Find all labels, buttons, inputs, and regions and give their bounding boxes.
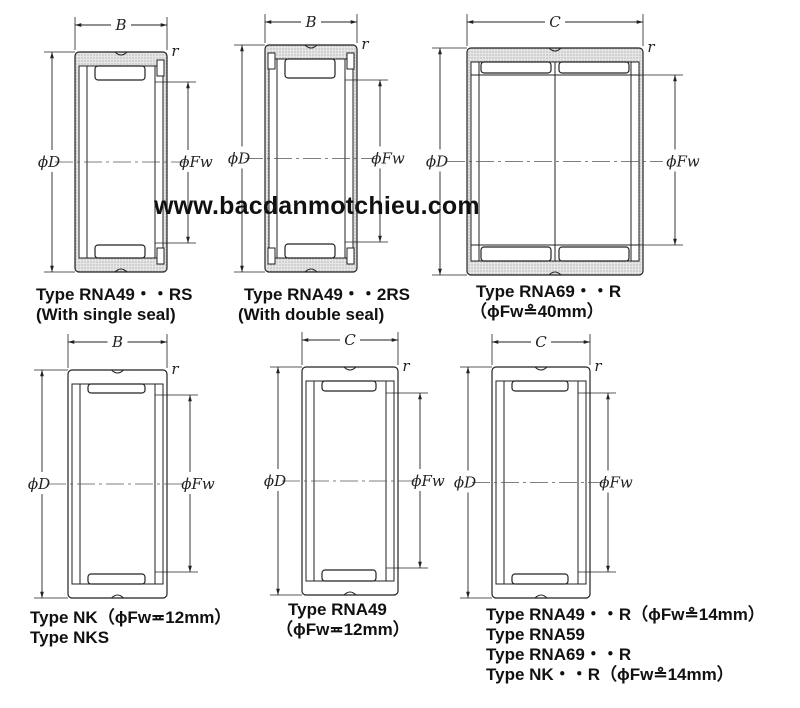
oil-groove — [304, 44, 318, 273]
caption-line: Type RNA49 — [288, 600, 387, 619]
radius-label: r — [171, 360, 179, 378]
radius-label: r — [402, 357, 410, 375]
outer-diameter-label: ϕD — [426, 153, 448, 171]
fw-label: ϕFw — [181, 475, 215, 493]
caption-line: Type NKS — [30, 628, 110, 647]
needle-roller — [284, 243, 336, 259]
oil-groove — [114, 51, 128, 273]
watermark: www.bacdanmotchieu.com — [154, 192, 480, 220]
outer-diameter-label: ϕD — [38, 153, 60, 171]
needle-roller — [480, 61, 552, 74]
width-label: B — [304, 13, 316, 31]
bearing-rna49-rs: Br ϕD ϕFw — [38, 16, 213, 273]
caption-line: (With double seal) — [238, 305, 385, 324]
fw-label: ϕFw — [371, 150, 405, 168]
seal — [156, 247, 165, 265]
oil-groove — [534, 366, 548, 599]
caption-line: Type RNA49・・R（ϕFw≗14mm） — [486, 605, 765, 624]
radius-label: r — [594, 357, 602, 375]
needle-roller — [558, 246, 630, 262]
caption-line: Type RNA69・・R — [476, 282, 622, 301]
needle-roller — [87, 573, 146, 585]
needle-roller — [558, 61, 630, 74]
caption-rna49-rs: Type RNA49・・RS (With single seal) — [36, 285, 193, 325]
caption-line: Type NK・・R（ϕFw≗14mm） — [486, 665, 734, 684]
radius-label: r — [171, 42, 179, 60]
caption-nk: Type NK（ϕFw≖12mm） Type NKS — [30, 608, 231, 648]
bearing-rna49-r: Cr ϕD ϕFw — [454, 333, 633, 599]
needle-roller — [87, 383, 146, 394]
caption-rna49-r: Type RNA49・・R（ϕFw≗14mm） Type RNA59 Type … — [486, 605, 765, 685]
outer-diameter-label: ϕD — [28, 475, 50, 493]
needle-roller — [480, 246, 552, 262]
width-label: C — [344, 331, 356, 349]
caption-rna49-2rs: Type RNA49・・2RS (With double seal) — [238, 285, 410, 325]
caption-line: (With single seal) — [36, 305, 176, 324]
bearing-rna49: Cr ϕD ϕFw — [264, 331, 445, 596]
needle-roller — [511, 573, 569, 585]
seal — [267, 247, 276, 265]
radius-label: r — [647, 38, 655, 56]
caption-line: （ϕFw≗40mm） — [470, 302, 604, 321]
outer-diameter-label: ϕD — [264, 472, 286, 490]
caption-line: （ϕFw≖12mm） — [276, 620, 410, 639]
oil-groove — [548, 47, 562, 276]
width-label: C — [549, 13, 561, 31]
needle-roller — [511, 380, 569, 392]
needle-roller — [94, 244, 146, 259]
seal — [346, 52, 355, 70]
caption-rna69-r: Type RNA69・・R （ϕFw≗40mm） — [470, 282, 622, 322]
fw-label: ϕFw — [179, 153, 213, 171]
bearing-nk: Br ϕD ϕFw — [28, 333, 215, 599]
oil-groove — [111, 369, 124, 599]
outer-diameter-label: ϕD — [228, 150, 250, 168]
seal — [156, 59, 165, 77]
seal — [267, 52, 276, 70]
width-label: B — [111, 333, 123, 351]
needle-roller — [284, 58, 336, 79]
needle-roller — [321, 569, 377, 582]
caption-rna49: Type RNA49 （ϕFw≖12mm） — [276, 600, 410, 640]
width-label: B — [114, 16, 126, 34]
bearing-rna69-r: Cr ϕD ϕFw — [426, 13, 700, 276]
width-label: C — [535, 333, 547, 351]
caption-line: Type NK（ϕFw≖12mm） — [30, 608, 232, 627]
bearing-rna49-2rs: Br ϕD ϕFw — [228, 13, 405, 273]
seal — [346, 247, 355, 265]
fw-label: ϕFw — [666, 153, 700, 171]
caption-line: Type RNA59 — [486, 625, 585, 644]
oil-groove — [343, 366, 357, 596]
caption-line: Type RNA49・・RS — [36, 285, 193, 304]
caption-line: Type RNA69・・R — [486, 645, 632, 664]
fw-label: ϕFw — [411, 472, 445, 490]
needle-roller — [321, 380, 377, 392]
outer-diameter-label: ϕD — [454, 474, 476, 492]
fw-label: ϕFw — [599, 474, 633, 492]
needle-roller — [94, 65, 146, 81]
radius-label: r — [361, 35, 369, 53]
caption-line: Type RNA49・・2RS — [244, 285, 410, 304]
